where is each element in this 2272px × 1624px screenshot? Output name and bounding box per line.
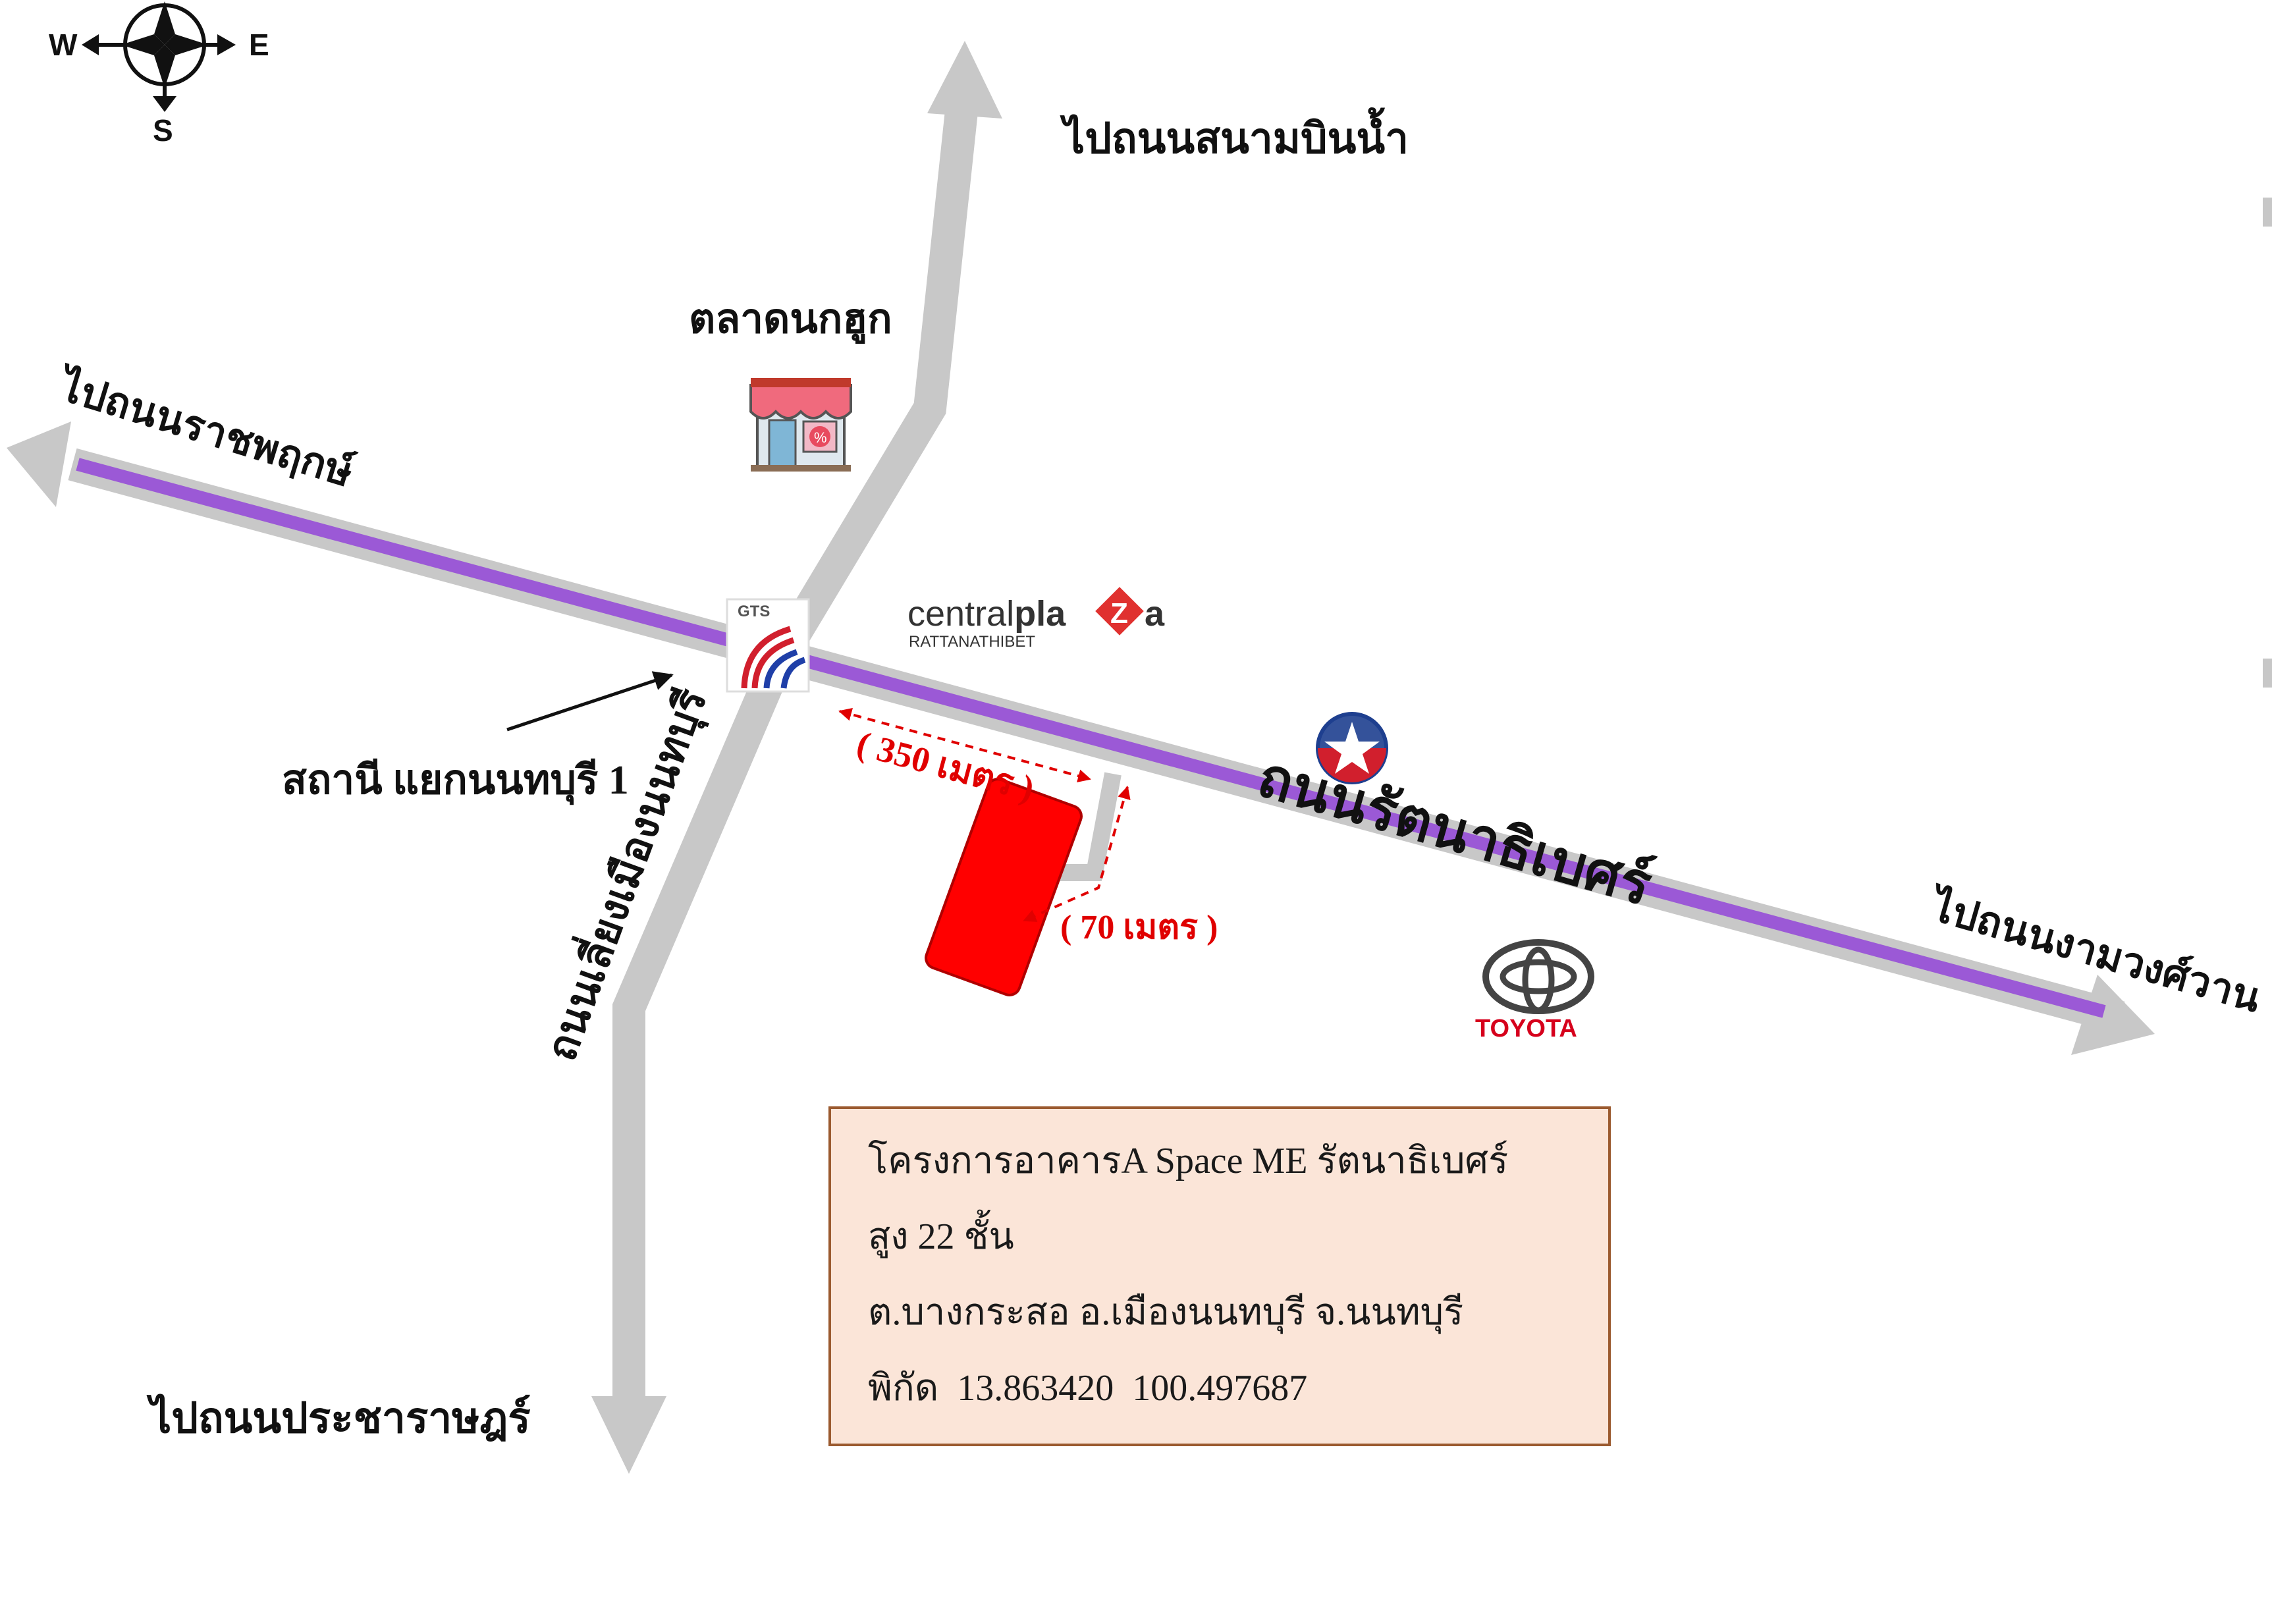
svg-text:TOYOTA: TOYOTA [1475, 1015, 1577, 1042]
project-building-marker [925, 778, 1083, 996]
north-south-road [591, 41, 1002, 1474]
svg-text:a: a [1145, 594, 1165, 634]
station-pointer-arrow [506, 671, 674, 732]
compass-east-label: E [249, 28, 269, 62]
road-arrowhead-east [2071, 975, 2155, 1055]
rattanathibet-road [7, 421, 2155, 1055]
label-to-sanambinnam: ไปถนนสนามบินน้ำ [1060, 107, 1409, 162]
toyota-logo-icon: TOYOTA [1475, 939, 1594, 1042]
svg-text:centralpla: centralpla [907, 594, 1066, 634]
label-rattanathibet-road: ถนนรัตนาธิเบศร์ [1251, 745, 1659, 917]
svg-text:RATTANATHIBET: RATTANATHIBET [909, 633, 1035, 651]
svg-text:Z: Z [1110, 597, 1128, 630]
info-project-name: โครงการอาคารA Space ME รัตนาธิเบศร์ [868, 1141, 1509, 1181]
bts-logo-icon: GTS [726, 598, 810, 693]
info-floors: สูง 22 ชั้น [868, 1216, 1014, 1257]
label-market: ตลาดนกฮูก [689, 297, 892, 344]
label-station: สถานี แยกนนทบุรี 1 [282, 758, 629, 805]
compass-icon [82, 1, 236, 112]
scrollbar-thumb-upper[interactable] [2263, 198, 2272, 227]
label-to-pracharat: ไปถนนประชาราษฎร์ [146, 1394, 531, 1442]
road-north-branch [761, 97, 979, 674]
info-coordinates: พิกัด 13.863420 100.497687 [868, 1368, 1308, 1409]
road-arrowhead-north [927, 41, 1002, 119]
compass-west-label: W [49, 28, 78, 62]
distance-70-label: ( 70 เมตร ) [1060, 909, 1218, 946]
central-plaza-logo: centralpla Z a RATTANATHIBET [907, 587, 1165, 651]
scrollbar-thumb-lower[interactable] [2263, 659, 2272, 688]
distance-70-arrow [1023, 786, 1131, 922]
caltex-star-icon [1316, 712, 1388, 784]
svg-text:GTS: GTS [738, 603, 770, 620]
info-address: ต.บางกระสอ อ.เมืองนนทบุรี จ.นนทบุรี [868, 1292, 1464, 1333]
project-info-box: โครงการอาคารA Space ME รัตนาธิเบศร์ สูง … [828, 1106, 1611, 1446]
road-arrowhead-south [591, 1396, 666, 1474]
market-shop-icon: % [749, 378, 852, 472]
distance-350-label: ( 350 เมตร ) [853, 724, 1039, 809]
road-arrowhead-west [7, 421, 71, 507]
svg-text:%: % [814, 429, 827, 446]
road-south-branch [612, 659, 791, 1396]
compass-south-label: S [153, 113, 173, 148]
